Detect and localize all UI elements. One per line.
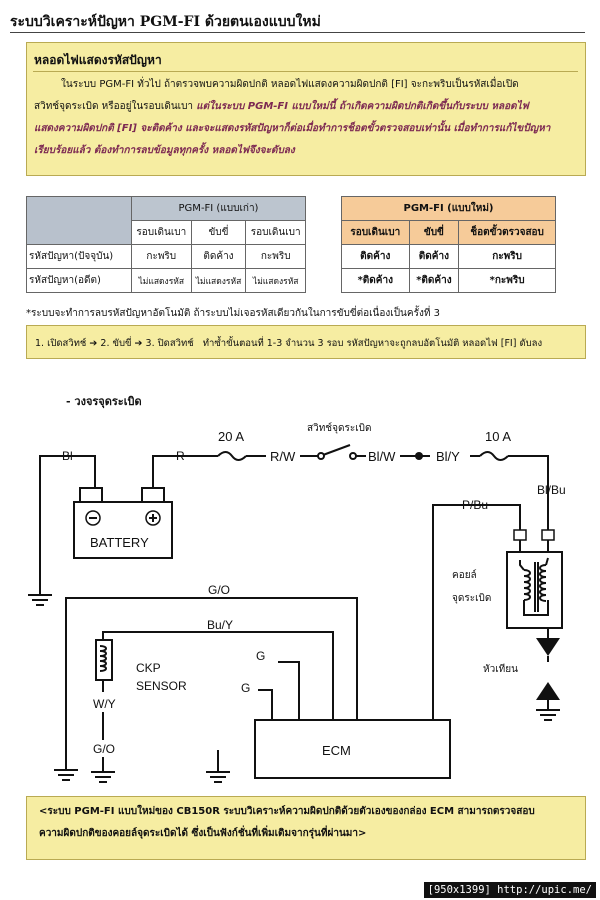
fuse-20a-label: 20 A bbox=[218, 429, 244, 444]
title-divider bbox=[10, 32, 585, 33]
spark-plug-icon bbox=[536, 682, 560, 700]
old-table-corner bbox=[26, 196, 132, 245]
intro-divider bbox=[33, 71, 578, 72]
new-col-header: ขับขี่ bbox=[408, 220, 460, 245]
new-cell: *กะพริบ bbox=[458, 268, 556, 293]
arrow-right-icon: ➔ bbox=[89, 338, 98, 349]
spark-plug-label: หัวเทียน bbox=[483, 663, 518, 675]
wire-label-go-lower: G/O bbox=[93, 742, 115, 756]
old-row-label: รหัสปัญหา(ปัจจุบัน) bbox=[26, 244, 132, 269]
ignition-circuit-diagram: Bl R 20 A สวิทช์จุดระเบิด R/W Bl/W Bl/Y … bbox=[28, 422, 566, 783]
circuit-label: - วงจรจุดระเบิด bbox=[66, 395, 142, 408]
arrow-right-icon: ➔ bbox=[134, 338, 143, 349]
old-system-table: PGM-FI (แบบเก่า) รอบเดินเบา ขับขี่ รอบเด… bbox=[26, 196, 306, 293]
step-1: 1. เปิดสวิทช์ bbox=[35, 338, 87, 349]
old-row-label: รหัสปัญหา(อดีต) bbox=[26, 268, 132, 293]
intro-line-1: ในระบบ PGM-FI ทั่วไป ถ้าตรวจพบความผิดปกต… bbox=[61, 79, 519, 90]
wire-label-rw: R/W bbox=[270, 449, 296, 464]
old-col-header: ขับขี่ bbox=[190, 220, 247, 245]
new-cell: *ติดค้าง bbox=[408, 268, 460, 293]
wire-label-go: G/O bbox=[208, 583, 230, 597]
new-col-header: รอบเดินเบา bbox=[341, 220, 410, 245]
intro-box: หลอดไฟแสดงรหัสปัญหา ในระบบ PGM-FI ทั่วไป… bbox=[26, 42, 586, 176]
old-col-header: รอบเดินเบา bbox=[245, 220, 306, 245]
old-cell: ติดค้าง bbox=[190, 244, 247, 269]
wire-label-wy: W/Y bbox=[93, 697, 116, 711]
old-col-header: รอบเดินเบา bbox=[131, 220, 192, 245]
bottom-note-line-2: ความผิดปกติของคอยล์จุดระเบิดได้ ซึ่งเป็น… bbox=[39, 828, 367, 839]
intro-line-2-plain: สวิทช์จุดระเบิด หรืออยู่ในรอบเดินเบา bbox=[34, 101, 197, 112]
old-cell: กะพริบ bbox=[245, 244, 306, 269]
old-cell: ไม่แสดงรหัส bbox=[190, 268, 247, 293]
old-cell: ไม่แสดงรหัส bbox=[131, 268, 192, 293]
ecm-label: ECM bbox=[322, 743, 351, 758]
new-cell: ติดค้าง bbox=[408, 244, 460, 269]
ecm-box bbox=[254, 719, 451, 779]
fuse-10a-label: 10 A bbox=[485, 429, 511, 444]
wire-label-bly: Bl/Y bbox=[436, 449, 460, 464]
old-cell: ไม่แสดงรหัส bbox=[245, 268, 306, 293]
old-cell: กะพริบ bbox=[131, 244, 192, 269]
page-title: ระบบวิเคราะห์ปัญหา PGM-FI ด้วยตนเองแบบให… bbox=[10, 14, 321, 30]
new-cell: *ติดค้าง bbox=[341, 268, 410, 293]
wire-label-g: G bbox=[241, 681, 250, 695]
auto-clear-note: *ระบบจะทำการลบรหัสปัญหาอัตโนมัติ ถ้าระบบ… bbox=[26, 308, 440, 319]
new-cell: กะพริบ bbox=[458, 244, 556, 269]
steps-description: ทำซ้ำขั้นตอนที่ 1-3 จำนวน 3 รอบ รหัสปัญห… bbox=[202, 338, 543, 349]
battery-icon bbox=[73, 487, 173, 559]
step-2: 2. ขับขี่ bbox=[100, 338, 132, 349]
step-3: 3. ปิดสวิทช์ bbox=[145, 338, 194, 349]
junction-dot bbox=[415, 452, 423, 460]
coil-label-1: คอยล์ bbox=[452, 569, 477, 581]
old-table-header: PGM-FI (แบบเก่า) bbox=[131, 196, 306, 221]
bottom-note-line-1: <ระบบ PGM-FI แบบใหม่ของ CB150R ระบบวิเคร… bbox=[39, 806, 535, 817]
bottom-note-box: <ระบบ PGM-FI แบบใหม่ของ CB150R ระบบวิเคร… bbox=[26, 796, 586, 860]
new-cell: ติดค้าง bbox=[341, 244, 410, 269]
new-system-table: PGM-FI (แบบใหม่) รอบเดินเบา ขับขี่ ช็อตข… bbox=[341, 196, 556, 293]
intro-line-2-italic: แต่ในระบบ PGM-FI แบบใหม่นี้ ถ้าเกิดความผ… bbox=[196, 101, 529, 112]
spark-plug-icon bbox=[536, 638, 560, 656]
intro-heading: หลอดไฟแสดงรหัสปัญหา bbox=[34, 53, 162, 67]
intro-line-2: สวิทช์จุดระเบิด หรืออยู่ในรอบเดินเบา แต่… bbox=[34, 96, 529, 118]
coil-label-2: จุดระเบิด bbox=[452, 593, 491, 604]
wire-label-r: R bbox=[176, 449, 185, 463]
intro-line-4: เรียบร้อยแล้ว ต้องทำการลบข้อมูลทุกครั้ง … bbox=[34, 145, 295, 156]
wire-label-buy: Bu/Y bbox=[207, 618, 233, 632]
new-col-header: ช็อตขั้วตรวจสอบ bbox=[458, 220, 556, 245]
watermark: [950x1399] http://upic.me/ bbox=[423, 882, 596, 898]
ckp-label-2: SENSOR bbox=[136, 679, 187, 693]
wire-label-bl: Bl bbox=[62, 449, 73, 463]
coil-terminal bbox=[513, 529, 527, 541]
new-table-header: PGM-FI (แบบใหม่) bbox=[341, 196, 556, 221]
battery-label: BATTERY bbox=[90, 535, 149, 550]
wire-label-g: G bbox=[256, 649, 265, 663]
ignition-switch-label: สวิทช์จุดระเบิด bbox=[307, 422, 371, 434]
wire-label-pbu: P/Bu bbox=[462, 498, 488, 512]
intro-line-3: แสดงความผิดปกติ [FI] จะติดค้าง และจะแสดง… bbox=[34, 123, 551, 134]
steps-box: 1. เปิดสวิทช์ ➔ 2. ขับขี่ ➔ 3. ปิดสวิทช์… bbox=[26, 325, 586, 359]
ckp-label-1: CKP bbox=[136, 661, 161, 675]
steps-line: 1. เปิดสวิทช์ ➔ 2. ขับขี่ ➔ 3. ปิดสวิทช์… bbox=[35, 336, 542, 351]
wire-label-blbu: Bl/Bu bbox=[537, 483, 566, 497]
coil-terminal bbox=[541, 529, 555, 541]
wire-label-blw: Bl/W bbox=[368, 449, 396, 464]
